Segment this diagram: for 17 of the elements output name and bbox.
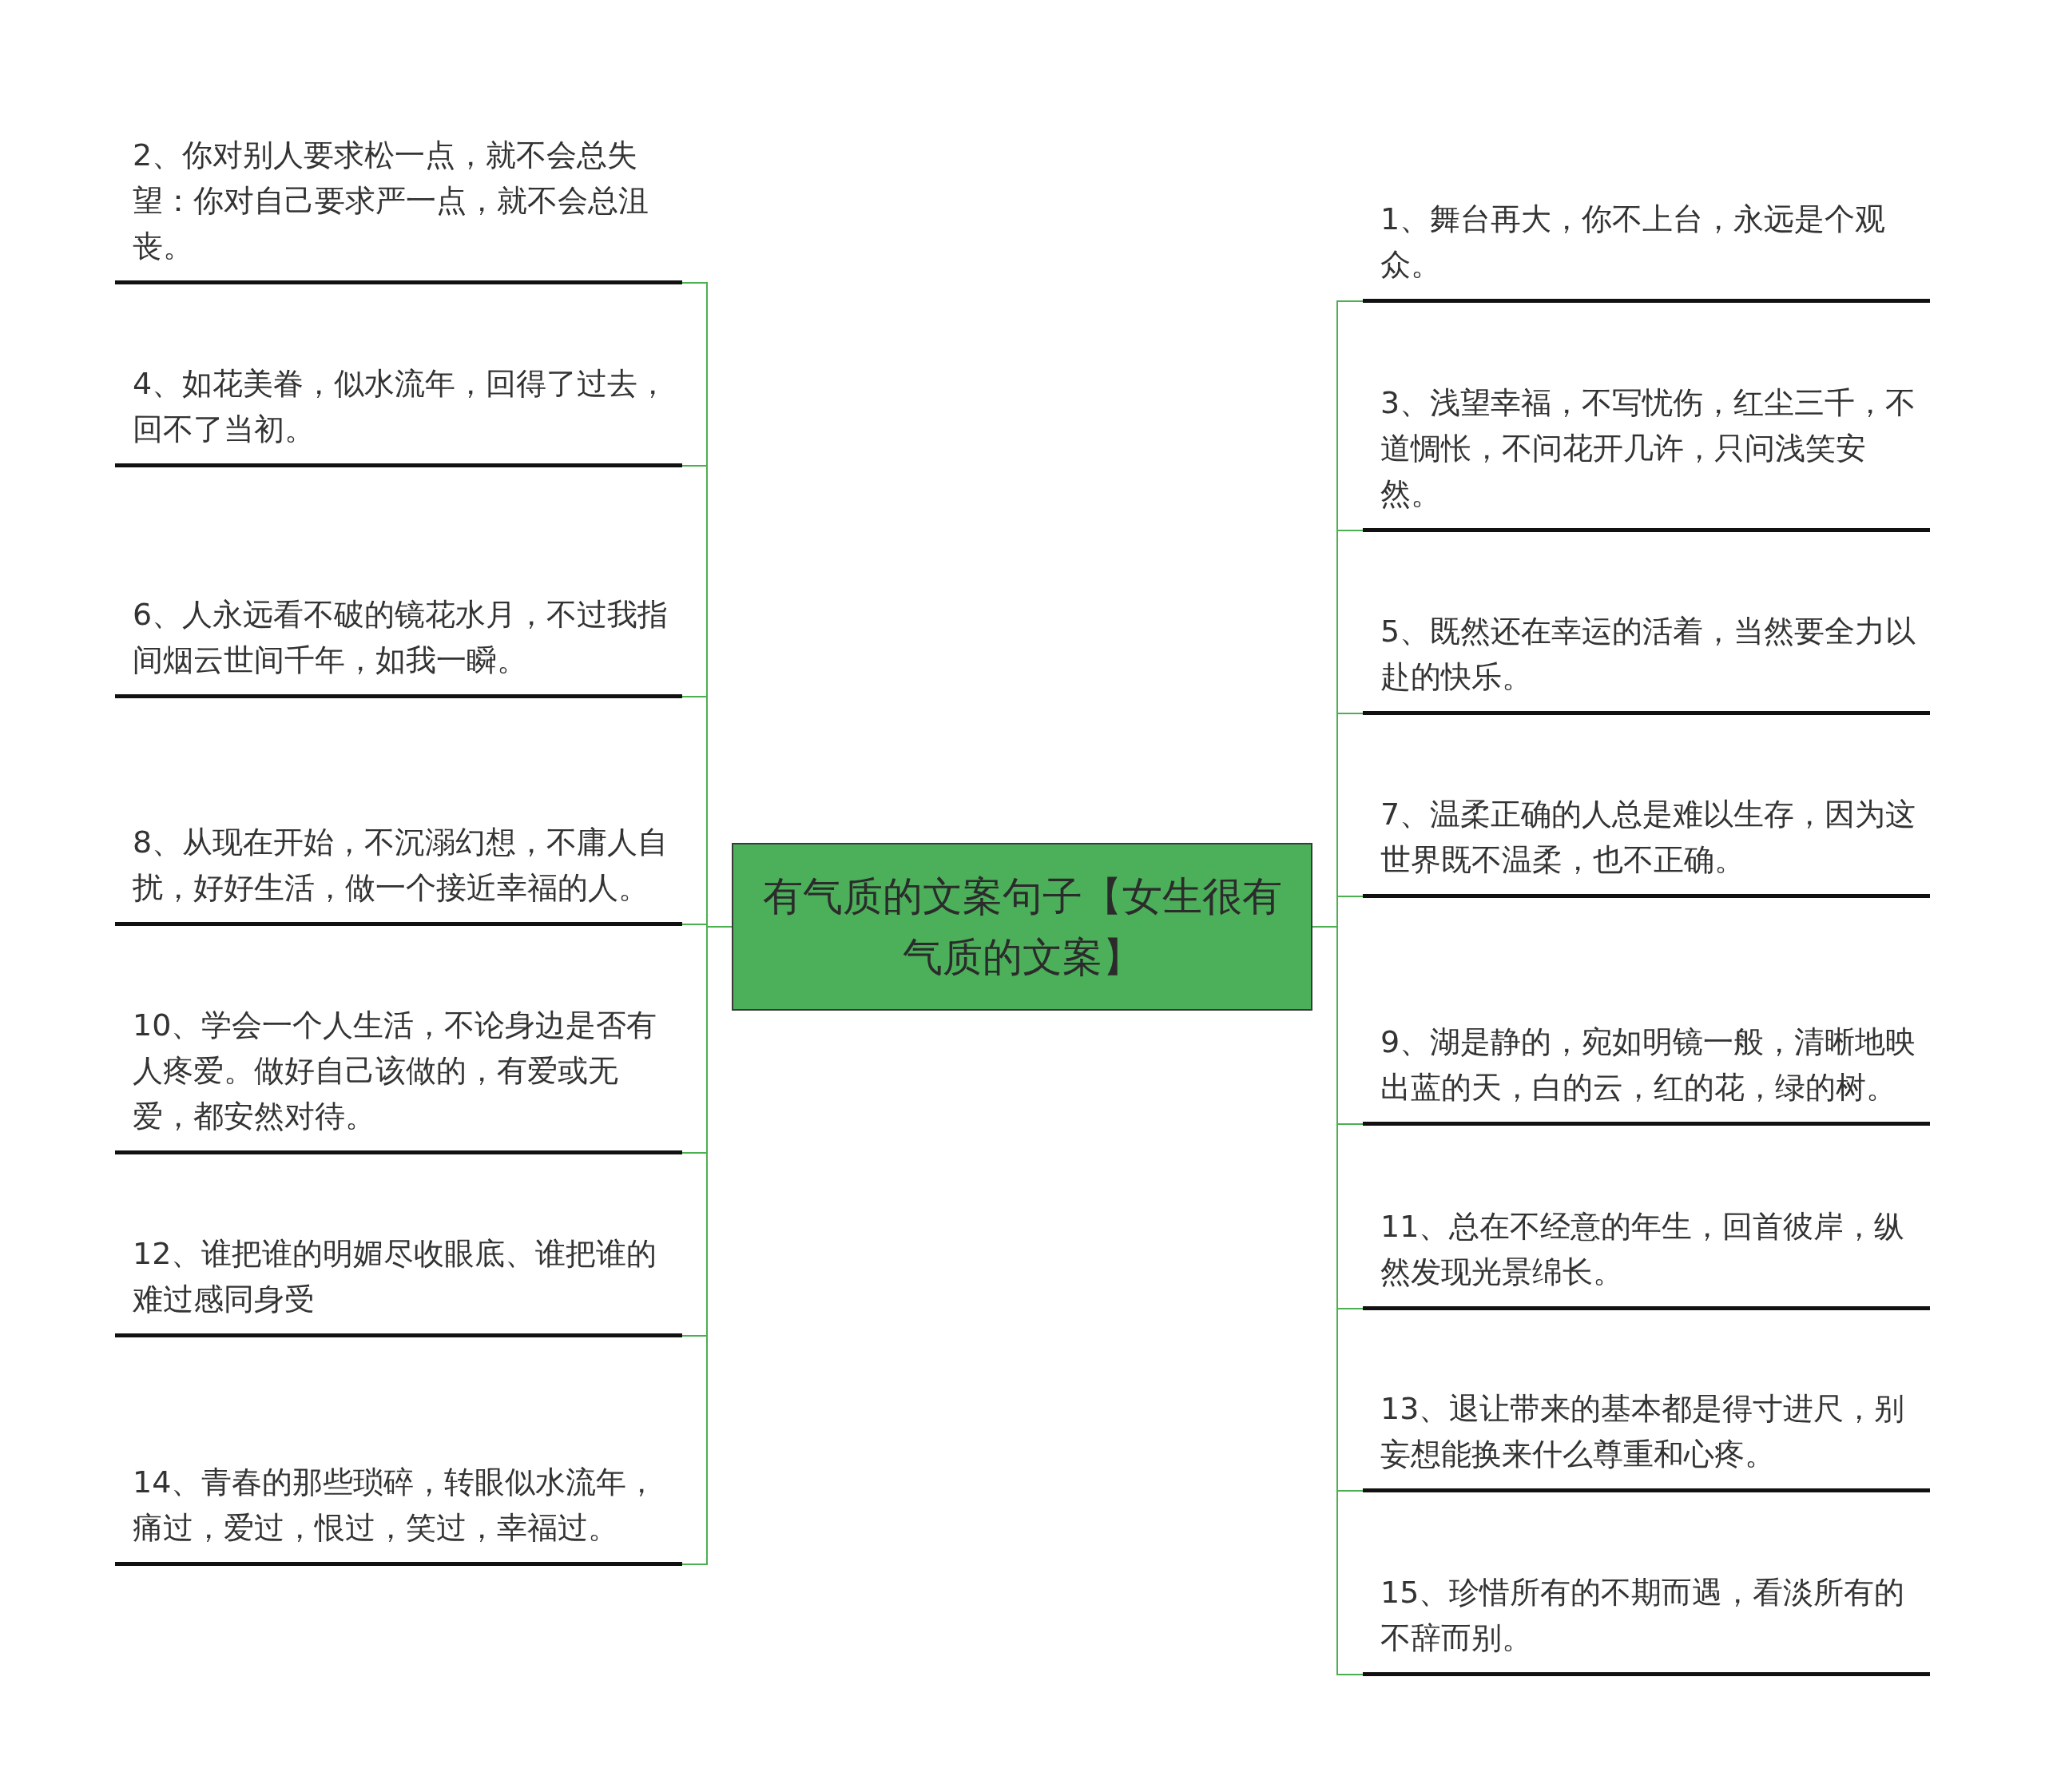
topic-text: 13、退让带来的基本都是得寸进尺，别妄想能换来什么尊重和心疼。 bbox=[1380, 1390, 1906, 1473]
topic-text: 6、人永远看不破的镜花水月，不过我指间烟云世间千年，如我一瞬。 bbox=[133, 596, 669, 679]
topic-text: 12、谁把谁的明媚尽收眼底、谁把谁的难过感同身受 bbox=[133, 1235, 658, 1318]
topic-text: 3、浅望幸福，不写忧伤，红尘三千，不道惆怅，不问花开几许，只问浅笑安然。 bbox=[1380, 384, 1917, 513]
topic-text: 14、青春的那些琐碎，转眼似水流年，痛过，爱过，恨过，笑过，幸福过。 bbox=[133, 1464, 658, 1547]
topic-text: 1、舞台再大，你不上台，永远是个观众。 bbox=[1380, 201, 1887, 284]
topic-text: 10、学会一个人生活，不论身边是否有人疼爱。做好自己该做的，有爱或无爱，都安然对待。 bbox=[133, 1007, 658, 1135]
topic-text: 9、湖是静的，宛如明镜一般，清晰地映出蓝的天，白的云，红的花，绿的树。 bbox=[1380, 1023, 1917, 1107]
topic-text: 有气质的文案句子【女生很有气质的文案】 bbox=[761, 872, 1283, 982]
topic-text: 4、如花美眷，似水流年，回得了过去，回不了当初。 bbox=[133, 365, 669, 448]
topic-text: 7、温柔正确的人总是难以生存，因为这世界既不温柔，也不正确。 bbox=[1380, 796, 1917, 879]
topic-text: 2、你对别人要求松一点，就不会总失望：你对自己要求严一点，就不会总沮丧。 bbox=[133, 137, 649, 265]
central-topic-box bbox=[732, 843, 1312, 1011]
topic-text: 5、既然还在幸运的活着，当然要全力以赴的快乐。 bbox=[1380, 613, 1917, 696]
topic-text: 15、珍惜所有的不期而遇，看淡所有的不辞而别。 bbox=[1380, 1574, 1906, 1657]
topic-text: 8、从现在开始，不沉溺幻想，不庸人自扰，好好生活，做一个接近幸福的人。 bbox=[133, 824, 669, 907]
topic-text: 11、总在不经意的年生，回首彼岸，纵然发现光景绵长。 bbox=[1380, 1208, 1906, 1291]
